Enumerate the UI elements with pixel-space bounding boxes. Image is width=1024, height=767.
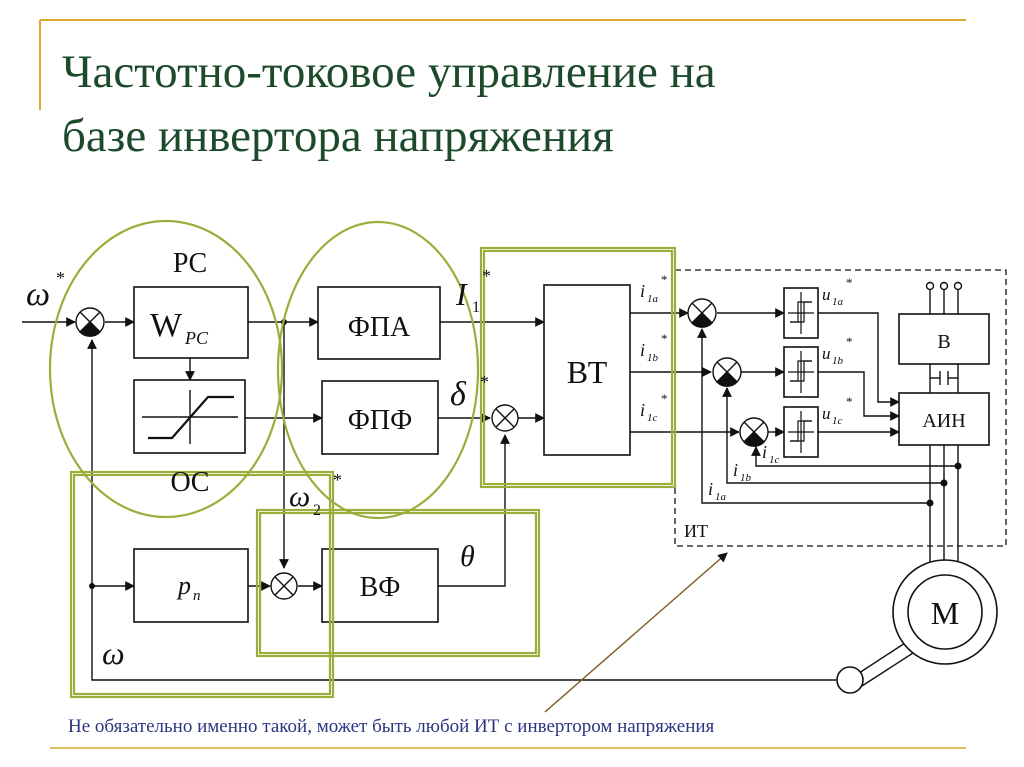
highlight-phase-channel [255,508,541,658]
vf-text: ВФ [360,572,401,603]
i1-ref-label: I [455,276,468,312]
vt-block [543,284,631,456]
highlight-frequency-channel [69,470,335,699]
summer-current-a [687,298,717,328]
terminal-a [925,281,935,291]
speed-sensor [836,666,864,694]
vt-text: ВТ [567,354,608,390]
pn-main-text: p [176,571,191,600]
rectifier-block [898,313,990,365]
u1a-star: * [846,275,853,290]
i1b-ref-sub: 1b [647,352,659,364]
i1a-ref-sub: 1a [647,293,659,305]
i1b-ref-label: i [640,340,645,360]
terminal-b [939,281,949,291]
omega-feedback-label: ω [102,635,125,671]
i1a-feedback [697,328,930,504]
junction-ia [926,499,934,507]
wpc-main-text: W [150,307,183,344]
i1c-ref-star: * [661,391,668,406]
omega-star-label: ω [26,276,50,313]
i1c-ref-sub: 1c [647,412,658,424]
hysteresis-a-icon [788,292,814,334]
highlight-phase-channel-inner [258,511,538,655]
i1a-ref-label: i [640,281,645,301]
omega-star-mark: * [56,268,65,288]
i1b-fb-label: i [733,460,738,480]
u1a-label: u [822,285,831,304]
u1b-line [818,371,900,421]
junction-ic [954,462,962,470]
note-arrow [544,552,728,713]
fpa-text: ФПА [348,312,411,343]
pn-block [133,548,249,623]
pc-label: PC [173,248,207,279]
highlight-coordinate-transform [479,246,677,489]
theta-label: θ [460,540,475,573]
omega2-star: * [333,470,342,490]
pn-sub-text: n [193,588,201,604]
junction-ib [940,479,948,487]
fpa-block [317,286,441,360]
bottom-note: Не обязательно именно такой, может быть … [68,716,715,737]
it-label: ИТ [684,521,708,541]
summer-angle [491,404,519,432]
title-line-1: Частотно-токовое управление на [62,46,716,98]
i1b-feedback [722,387,944,484]
u1a-line [818,312,900,407]
u1a-sub: 1a [832,296,844,308]
i1c-feedback [751,446,958,467]
i1b-ref-star: * [661,331,668,346]
i1c-ref-label: i [640,400,645,420]
i1a-ref-star: * [661,272,668,287]
delta-label: δ [450,376,467,413]
highlight-frequency-channel-inner [72,473,332,696]
inverter-block [898,392,990,446]
title-line-2: базе инвертора напряжения [62,110,614,162]
i1-ref-sub: 1 [472,299,480,316]
u1b-label: u [822,344,831,363]
motor-text: M [931,595,959,631]
u1b-sub: 1b [832,355,844,367]
u1c-star: * [846,394,853,409]
i1a-fb-label: i [708,479,713,499]
slide-title: Частотно-токовое управление на базе инве… [62,40,962,168]
hysteresis-c-icon [788,411,814,453]
summer-speed [75,307,105,337]
junction-omega [89,583,95,589]
hysteresis-b-icon [788,351,814,393]
summer-current-b [712,357,742,387]
i1c-fb-label: i [762,442,767,462]
u1c-sub: 1c [832,415,843,427]
speed-controller-block [133,286,249,359]
limiter-characteristic-icon [142,390,238,444]
u1b-star: * [846,334,853,349]
highlight-coordinate-transform-inner [482,249,674,486]
inverter-text: АИН [922,410,965,432]
vf-block [321,548,439,623]
rectifier-text: В [937,331,950,353]
u1c-label: u [822,404,831,423]
omega2-label: ω [289,480,310,513]
oc-label: OC [171,467,210,498]
delta-star: * [480,372,489,392]
highlight-speed-controller [48,219,284,519]
motor-inner-circle [907,574,983,650]
highlight-function-generators [276,220,480,520]
fpf-block [321,380,439,455]
terminal-c [953,281,963,291]
i1c-fb-sub: 1c [769,454,780,466]
fpf-text: ФПФ [348,405,412,436]
wpc-sub-text: PC [184,328,209,348]
summer-frequency [270,572,298,600]
vf-to-sum2 [438,434,510,587]
i1b-fb-sub: 1b [740,472,752,484]
summer-current-c [739,417,769,447]
omega2-sub: 2 [313,502,321,519]
speed-feedback-line [87,339,836,681]
i1-ref-star: * [482,266,491,286]
i1a-fb-sub: 1a [715,491,727,503]
